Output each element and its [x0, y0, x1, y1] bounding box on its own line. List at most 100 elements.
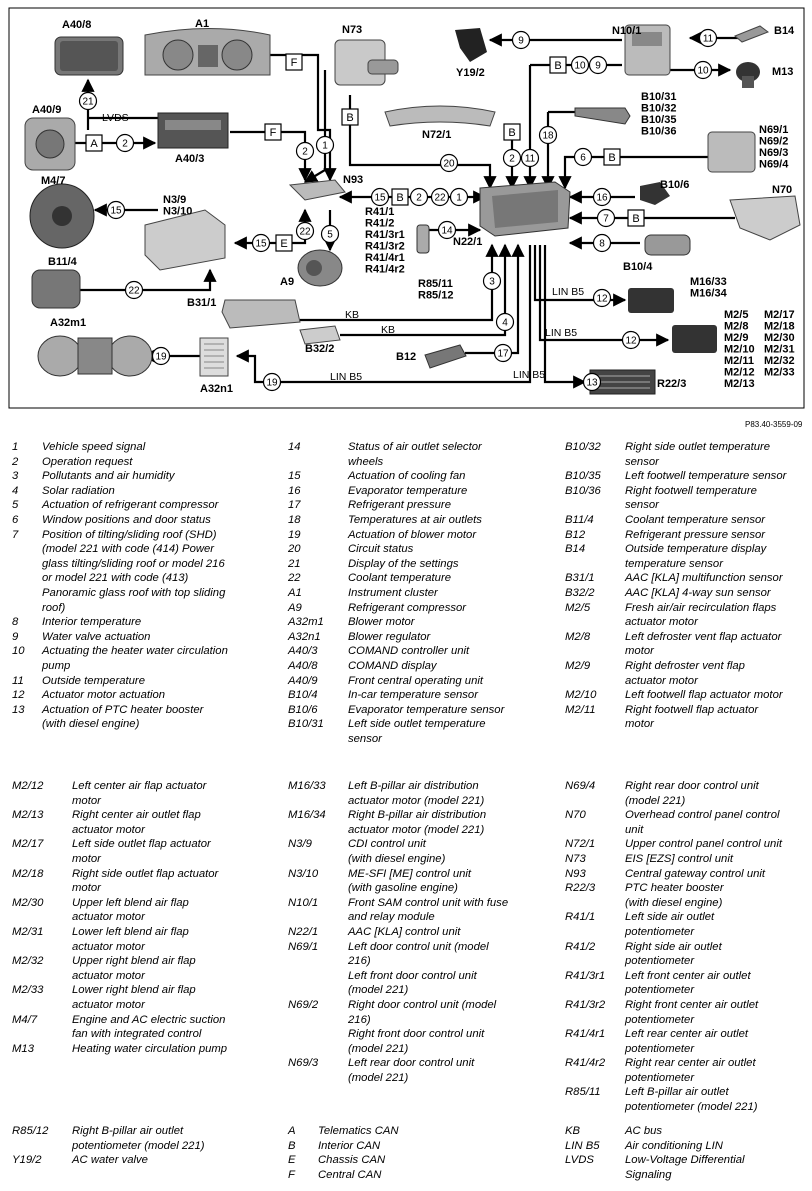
lin-label-1: LIN B5 — [552, 286, 584, 298]
legend-text: Left rear door control unit (model 221) — [348, 1057, 475, 1084]
bus-tag-box — [285, 53, 303, 71]
signal-number: 2 — [122, 139, 128, 150]
legend-key: M2/32 — [12, 955, 44, 968]
label-b14: B14 — [774, 25, 795, 37]
signal-12: 12 — [592, 288, 612, 308]
component-label-line: B10/31 — [641, 91, 676, 103]
bus-tag-letter: F — [291, 57, 298, 69]
bus-tag-box — [503, 123, 521, 141]
signal-number: 19 — [155, 352, 167, 363]
signal-circle — [538, 125, 558, 145]
signal-3: 3 — [482, 271, 502, 291]
component-label-line: M16/34 — [690, 288, 728, 300]
legend-key: B — [288, 1139, 296, 1152]
legend-key: 10 — [12, 645, 25, 658]
legend-key: N10/1 — [288, 896, 319, 909]
component-label-line: N69/1 — [759, 124, 788, 136]
legend-text: Front SAM control unit with fuse and rel… — [348, 896, 509, 924]
legend-text: Right side outlet flap actuator motor — [72, 867, 219, 895]
legend-key: B31/1 — [565, 572, 595, 585]
label-n93: N93 — [343, 174, 363, 186]
bus-tag-letter: E — [280, 238, 287, 250]
legend-key: M4/7 — [12, 1013, 38, 1026]
signal-11: 11 — [520, 148, 540, 168]
legend-text: Temperatures at air outlets — [348, 513, 482, 526]
legend-key: M2/17 — [12, 838, 44, 851]
legend-key: N3/10 — [288, 867, 319, 880]
signal-2: 2 — [295, 141, 315, 161]
component-label-line: B10/4 — [623, 261, 653, 273]
signal-number: 11 — [525, 154, 536, 165]
label-a40-3: A40/3 — [175, 153, 204, 165]
legend-text: Air conditioning LIN — [625, 1139, 723, 1152]
legend-key: 7 — [12, 528, 19, 541]
legend-text: Right footwell temperature sensor — [625, 484, 757, 512]
pressure-sensor-icon — [424, 344, 467, 369]
legend-key: R41/3r2 — [565, 998, 606, 1011]
multifunction-sensor-icon — [221, 299, 301, 329]
signal-18: 18 — [538, 125, 558, 145]
legend-text: Water valve actuation — [42, 630, 151, 643]
legend-key: 13 — [12, 703, 25, 716]
legend-key: 18 — [288, 513, 301, 526]
signal-circle — [439, 153, 459, 173]
label-r22-3: R22/3 — [657, 378, 686, 390]
legend-key: R22/3 — [565, 882, 596, 895]
component-label-line: R41/4r1 — [365, 252, 405, 264]
component-label-line: N70 — [772, 184, 792, 196]
component-label-line: N3/10 — [163, 206, 192, 218]
legend-text: Evaporator temperature sensor — [348, 703, 505, 716]
label-b31-1: B31/1 — [187, 297, 216, 309]
legend-text: Operation request — [42, 455, 133, 468]
signal-number: 21 — [82, 97, 94, 108]
bus-tag-box — [549, 56, 567, 74]
legend-text: Outside temperature — [42, 674, 145, 687]
legend-text: Refrigerant pressure — [348, 499, 451, 512]
system-diagram: A40/8 A1 N73 Y19/2 N10/1 B14 M13 A40/9 A… — [8, 7, 805, 409]
legend-key: R41/4r1 — [565, 1028, 606, 1041]
signal-circle — [573, 147, 593, 167]
component-label-line: N69/2 — [759, 136, 788, 148]
legend-key: 5 — [12, 499, 19, 512]
kb-label-2: KB — [381, 324, 395, 336]
legend-text: Upper left blend air flap actuator motor — [72, 896, 189, 924]
legend-key: M2/11 — [565, 703, 596, 716]
signal-number: 3 — [489, 277, 495, 288]
signal-number: 11 — [703, 34, 714, 45]
legend-key: M2/12 — [12, 780, 44, 792]
legend-key: R41/2 — [565, 940, 596, 953]
legend-key: R41/3r1 — [565, 969, 606, 982]
component-label-line: N72/1 — [422, 129, 451, 141]
legend-text: Left center air flap actuator motor — [72, 780, 207, 807]
legend-text: Left footwell flap actuator motor — [625, 689, 783, 702]
legend-text: Right defroster vent flap actuator motor — [625, 659, 745, 687]
component-label-line: R22/3 — [657, 378, 686, 390]
legend-key: B10/32 — [565, 441, 601, 453]
legend-text: Instrument cluster — [348, 586, 438, 599]
signal-number: 22 — [434, 193, 446, 204]
component-label-line: A1 — [195, 18, 209, 30]
legend-text: Evaporator temperature — [348, 484, 468, 497]
signal-number: 1 — [322, 141, 328, 152]
legend-text: Engine and AC electric suction fan with … — [72, 1013, 226, 1041]
legend-text: Central gateway control unit — [625, 867, 766, 880]
component-label-line: Y19/2 — [456, 67, 485, 79]
legend-text: Upper right blend air flap actuator moto… — [72, 955, 196, 982]
legend-entry: N10/1 Front SAM control unit with fuse an… — [288, 896, 550, 925]
